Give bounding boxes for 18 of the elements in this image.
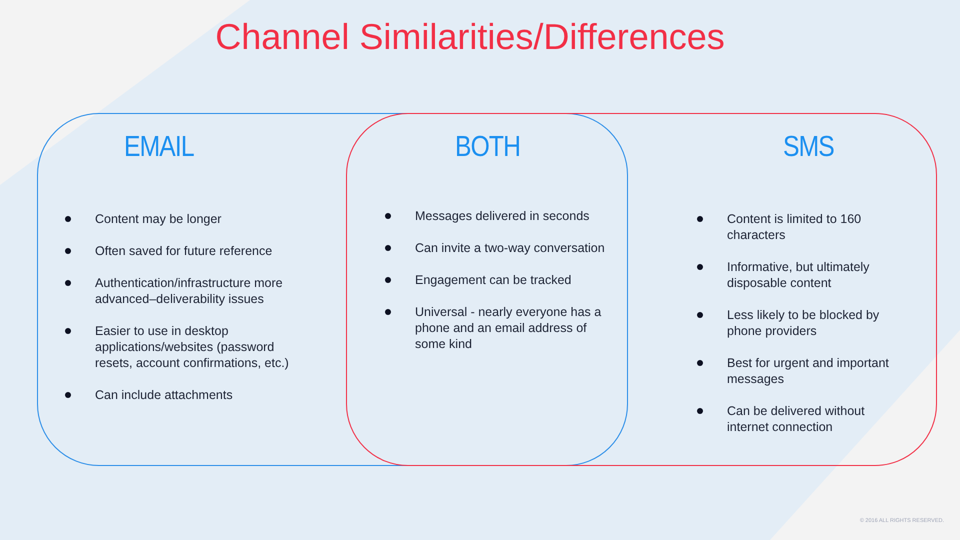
bullet-item: Easier to use in desktop applications/websites (password resets, account confirmations, etc.) [65,323,295,371]
bullet-item: Authentication/infrastructure more advanced–deliverability issues [65,275,295,307]
bullet-item: Can include attachments [65,387,295,403]
bullet-item: Less likely to be blocked by phone providers [697,307,897,339]
column-heading: BOTH [455,131,520,164]
bullet-item: Can be delivered without internet connection [697,403,897,435]
bullet-item: Content is limited to 160 characters [697,211,897,243]
bullet-item: Messages delivered in seconds [385,208,610,224]
column-heading: SMS [783,131,834,164]
bullet-item: Best for urgent and important messages [697,355,897,387]
bullet-item: Often saved for future reference [65,243,295,259]
bullet-item: Engagement can be tracked [385,272,610,288]
bullet-item: Universal - nearly everyone has a phone and an email address of some kind [385,304,610,352]
column-heading: EMAIL [124,131,194,164]
slide-title: Channel Similarities/Differences [214,16,726,58]
bullet-item: Can invite a two-way conversation [385,240,610,256]
bullet-item: Content may be longer [65,211,295,227]
bullet-item: Informative, but ultimately disposable content [697,259,897,291]
